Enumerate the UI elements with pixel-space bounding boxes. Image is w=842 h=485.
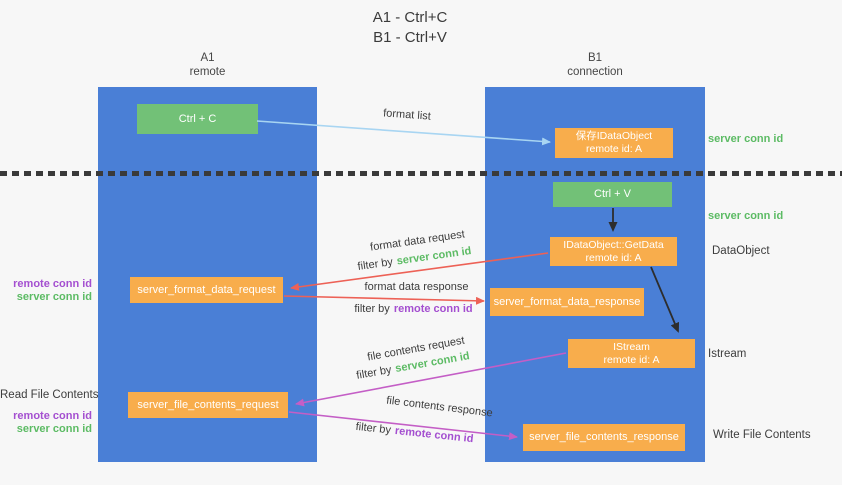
node-server-format-data-request: server_format_data_request	[130, 277, 283, 303]
lane-a1-name: A1	[200, 52, 215, 64]
getdata-line1: IDataObject::GetData	[563, 238, 664, 251]
remote-conn-id-annotation: remote conn id	[13, 278, 92, 290]
conn-id-group-file: remote conn id server conn id	[0, 410, 92, 436]
filter-by-text: filter by	[356, 256, 394, 273]
read-file-contents-annotation: Read File Contents	[0, 389, 99, 401]
title-line-2: B1 - Ctrl+V	[373, 29, 447, 46]
server-file-contents-response-label: server_file_contents_response	[529, 431, 679, 443]
node-idataobject-getdata: IDataObject::GetData remote id: A	[550, 237, 677, 266]
node-server-format-data-response: server_format_data_response	[490, 288, 644, 316]
node-server-file-contents-response: server_file_contents_response	[523, 424, 685, 451]
title-line-1: A1 - Ctrl+C	[372, 9, 448, 26]
remote-conn-id-text: remote conn id	[393, 303, 473, 315]
lane-header-a1: A1 remote	[98, 51, 317, 79]
write-file-contents-annotation: Write File Contents	[713, 429, 811, 441]
node-ctrl-c: Ctrl + C	[137, 104, 258, 134]
format-data-response-label: format data response	[364, 281, 469, 293]
server-conn-id-annotation: server conn id	[16, 291, 92, 303]
filter-by-text: filter by	[354, 303, 390, 315]
server-format-data-request-label: server_format_data_request	[137, 283, 276, 296]
remote-conn-id-text: remote conn id	[394, 424, 474, 446]
istream-line1: IStream	[613, 340, 650, 353]
getdata-line2: remote id: A	[585, 251, 642, 264]
server-conn-id-annotation: server conn id	[16, 423, 92, 435]
filter-by-text: filter by	[355, 420, 392, 437]
dataobject-annotation: DataObject	[712, 245, 770, 257]
istream-annotation: Istream	[708, 348, 747, 360]
remote-conn-id-annotation: remote conn id	[13, 410, 92, 422]
lane-a1-subtitle: remote	[189, 66, 226, 78]
lane-b1-name: B1	[587, 52, 603, 64]
phase-divider-dotted-line	[0, 171, 842, 176]
save-idataobject-line1: 保存IDataObject	[575, 130, 653, 142]
diagram-title: A1 - Ctrl+C B1 - Ctrl+V	[298, 8, 522, 48]
server-format-data-response-label: server_format_data_response	[493, 295, 641, 308]
ctrl-c-label: Ctrl + C	[178, 112, 217, 125]
conn-id-group-format: remote conn id server conn id	[0, 278, 92, 304]
filter-by-text: filter by	[355, 363, 393, 382]
node-istream: IStream remote id: A	[568, 339, 695, 368]
format-list-label: format list	[382, 107, 432, 123]
server-conn-id-annotation-mid: server conn id	[708, 210, 784, 222]
server-conn-id-annotation-top: server conn id	[708, 133, 784, 145]
save-idataobject-line2: remote id: A	[585, 143, 643, 155]
node-server-file-contents-request: server_file_contents_request	[128, 392, 288, 418]
lane-header-b1: B1 connection	[485, 51, 705, 79]
server-file-contents-request-label: server_file_contents_request	[137, 398, 279, 411]
istream-line2: remote id: A	[603, 353, 660, 366]
lane-b1-subtitle: connection	[567, 66, 623, 78]
ctrl-v-label: Ctrl + V	[594, 188, 631, 200]
node-ctrl-v: Ctrl + V	[553, 182, 672, 207]
node-save-idataobject: 保存IDataObject remote id: A	[555, 128, 673, 158]
